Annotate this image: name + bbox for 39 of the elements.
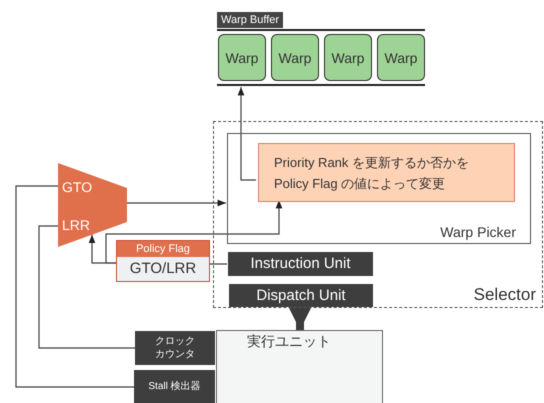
execution-unit-box (216, 330, 383, 403)
input-label: LRR (62, 217, 90, 233)
warp-label: Warp (226, 50, 258, 66)
register-value: GTO/LRR (128, 260, 198, 277)
component-block (135, 331, 215, 365)
component-block (134, 370, 215, 403)
arrow (127, 200, 226, 206)
connector-line (38, 225, 135, 349)
unit-label: 実行ユニット (247, 333, 331, 351)
unit-label: Instruction Unit (249, 255, 352, 272)
warp-picker-box (227, 133, 531, 244)
warp-buffer-band (217, 12, 425, 87)
note-box (258, 143, 515, 202)
connector-line (210, 263, 227, 265)
multiplexer (58, 163, 127, 247)
block-arrow (288, 306, 312, 330)
component-label: Stall 検出器 (148, 380, 201, 393)
warp-box (271, 34, 319, 81)
warp-label: Warp (278, 50, 312, 66)
component-label: クロックカウンタ (154, 335, 196, 361)
warp-label: Warp (384, 50, 418, 66)
unit-block (228, 252, 373, 276)
buffer-heading: Warp Buffer (217, 12, 284, 28)
warp-box (324, 34, 372, 81)
input-label: GTO (62, 179, 92, 195)
arrow (105, 200, 282, 264)
register-heading: Policy Flag (117, 241, 209, 257)
connector-line (15, 185, 134, 388)
warp-box (377, 34, 425, 81)
warp-box (218, 34, 266, 81)
note-text: Priority Rank を更新するか否かを Policy Flag の値によって変更 (274, 154, 470, 193)
unit-label: Dispatch Unit (255, 287, 347, 304)
unit-block (229, 284, 373, 307)
policy-flag-register (116, 240, 210, 282)
selector-label: Selector (474, 285, 536, 305)
arrow (238, 87, 256, 181)
warp-label: Warp (332, 50, 364, 66)
selector-frame (213, 121, 543, 308)
picker-label: Warp Picker (440, 224, 516, 240)
